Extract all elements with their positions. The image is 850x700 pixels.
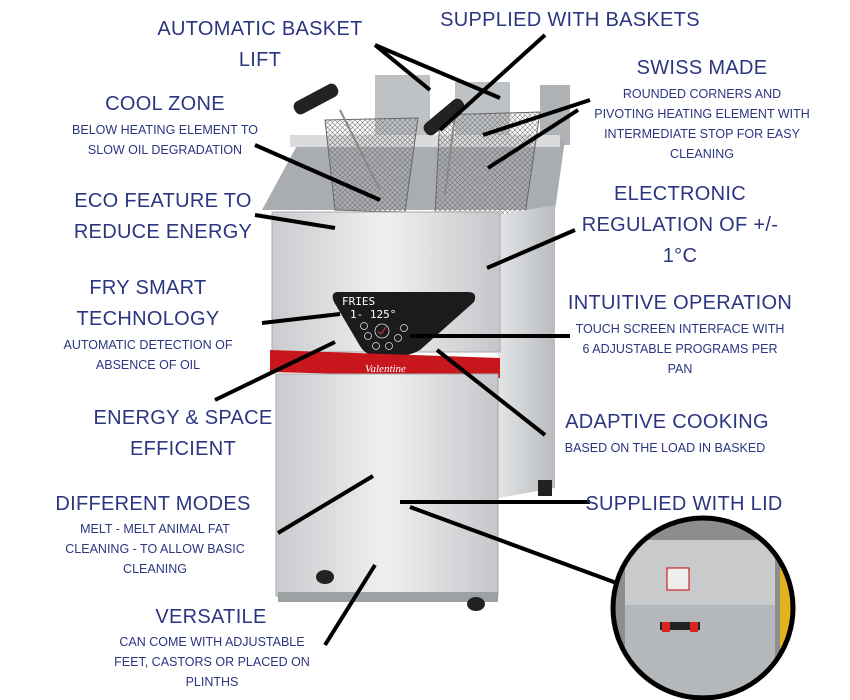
- control-panel[interactable]: [332, 292, 476, 356]
- display-program: FRIES: [342, 295, 375, 308]
- basket-right: [434, 111, 541, 216]
- label-adaptive: ADAPTIVE COOKING: [565, 411, 769, 433]
- label-modes: DIFFERENT MODES: [55, 493, 251, 515]
- basket-handle-right: [423, 98, 465, 136]
- castor: [316, 570, 334, 584]
- brand-band: [270, 350, 500, 378]
- touch-buttons[interactable]: [360, 322, 408, 350]
- lower-cabinet: [275, 373, 499, 597]
- leader-lines: [214, 33, 623, 647]
- label-intuitive: INTUITIVE OPERATION: [567, 292, 793, 314]
- label-swiss-made: SWISS MADE: [636, 57, 768, 79]
- lid-inset-photo: [610, 515, 796, 700]
- brand-logo: Valentine: [365, 363, 406, 375]
- basket-handle-left: [293, 83, 339, 115]
- label-lid: SUPPLIED WITH LID: [585, 493, 783, 515]
- adaptive-desc: BASED ON THE LOAD IN BASKED: [564, 441, 766, 455]
- display-temperature: 1- 125°: [350, 308, 396, 321]
- label-baskets: SUPPLIED WITH BASKETS: [440, 9, 700, 31]
- label-cool-zone: COOL ZONE: [105, 93, 225, 115]
- label-versatile: VERSATILE: [155, 606, 267, 628]
